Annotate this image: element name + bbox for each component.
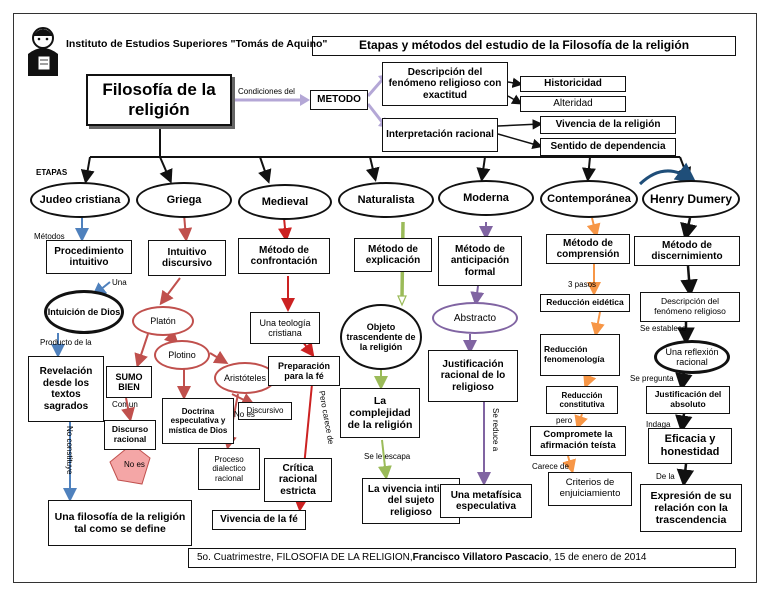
institute-name: Instituto de Estudios Superiores "Tomás … <box>66 38 328 50</box>
complejidad-node: La complejidad de la religión <box>340 388 420 438</box>
metodo-explicacion-node: Método de explicación <box>354 238 432 272</box>
conditions-label: Condiciones del <box>238 87 295 96</box>
preparacion-node: Preparación para la fé <box>268 356 340 386</box>
metodo-discernimiento-node: Método de discernimiento <box>634 236 740 266</box>
historicidad-node: Historicidad <box>520 76 626 92</box>
no-es-label: No es <box>234 410 255 419</box>
stage-contemporanea: Contemporánea <box>540 180 638 218</box>
indaga-label: Indaga <box>646 420 671 429</box>
interpretacion-node: Interpretación racional <box>382 118 498 152</box>
justificacion-absoluto-node: Justificación del absoluto <box>646 386 730 414</box>
method-node: METODO <box>310 90 368 110</box>
se-le-escapa-label: Se le escapa <box>364 452 411 461</box>
stage-medieval: Medieval <box>238 184 332 220</box>
con-un-label: Con un <box>112 400 138 409</box>
intuicion-node: Intuición de Dios <box>44 290 124 334</box>
se-establece-label: Se establece <box>640 324 687 333</box>
footer-course: 5o. Cuatrimestre, FILOSOFIA DE LA RELIGI… <box>197 552 413 564</box>
procedimiento-node: Procedimiento intuitivo <box>46 240 132 274</box>
stage-griega: Griega <box>136 182 232 218</box>
alteridad-node: Alteridad <box>520 96 626 112</box>
justificacion-racional-node: Justificación racional de lo religioso <box>428 350 518 402</box>
revelacion-node: Revelación desde los textos sagrados <box>28 356 104 422</box>
intuitivo-node: Intuitivo discursivo <box>148 240 226 276</box>
reduccion-constitutiva-node: Reducción constitutiva <box>546 386 618 414</box>
platon-node: Platón <box>132 306 194 336</box>
plotino-node: Plotino <box>154 340 210 370</box>
reduccion-eidetica-node: Reducción eidética <box>540 294 630 312</box>
descripcion-node: Descripción del fenómeno religioso con e… <box>382 62 508 106</box>
tres-pasos-label: 3 pasos <box>568 280 597 289</box>
expresion-node: Expresión de su relación con la trascend… <box>640 484 742 532</box>
no-es-arrow-label: No es <box>124 460 145 469</box>
root-node: Filosofía de la religión <box>86 74 232 126</box>
pero-label: pero <box>556 416 573 425</box>
eficacia-node: Eficacia y honestidad <box>648 428 732 464</box>
stage-henry-dumery: Henry Dumery <box>642 180 740 218</box>
reflexion-racional-node: Una reflexión racional <box>654 340 730 374</box>
metodo-comprension-node: Método de comprensión <box>546 234 630 264</box>
una-label: Una <box>112 278 127 287</box>
stage-moderna: Moderna <box>438 180 534 216</box>
stage-judeo-cristiana: Judeo cristiana <box>30 182 130 218</box>
se-reduce-label: Se reduce a <box>491 408 500 452</box>
doctrina-node: Doctrina especulativa y mística de Dios <box>162 398 234 444</box>
proceso-dialectico-node: Proceso dialectico racional <box>198 448 260 490</box>
reduccion-fenomenologia-node: Reducción fenomenología <box>540 334 620 376</box>
metafisica-node: Una metafísica especulativa <box>440 484 532 518</box>
teologia-node: Una teología cristiana <box>250 312 320 344</box>
vivencia-fe-node: Vivencia de la fé <box>212 510 306 530</box>
abstracto-node: Abstracto <box>432 302 518 334</box>
metodo-anticipacion-node: Método de anticipación formal <box>438 236 522 286</box>
vivencia-religion-node: Vivencia de la religión <box>540 116 676 134</box>
compromete-node: Compromete la afirmación teísta <box>530 426 626 456</box>
de-la-label: De la <box>656 472 675 481</box>
critica-racional-node: Crítica racional estricta <box>264 458 332 502</box>
aristoteles-node: Aristóteles <box>214 362 276 394</box>
filosofia-definida-node: Una filosofía de la religión tal como se… <box>48 500 192 546</box>
discurso-racional-node: Discurso racional <box>104 420 156 450</box>
sentido-dependencia-node: Sentido de dependencia <box>540 138 676 156</box>
friar-portrait-icon <box>22 20 64 76</box>
objeto-trascendente-node: Objeto trascendente de la religión <box>340 304 422 370</box>
metodo-confrontacion-node: Método de confrontación <box>238 238 330 274</box>
footer-author: Francisco Villatoro Pascacio <box>412 552 549 564</box>
no-constituye-label: No constituye <box>65 426 74 475</box>
criterios-node: Criterios de enjuiciamiento <box>548 472 632 506</box>
discursivo-node: Discursivo <box>238 402 292 420</box>
stage-naturalista: Naturalista <box>338 182 434 218</box>
producto-label: Producto de la <box>40 338 92 347</box>
sumo-bien-node: SUMO BIEN <box>106 366 152 398</box>
footer: 5o. Cuatrimestre, FILOSOFIA DE LA RELIGI… <box>188 548 736 568</box>
footer-date: , 15 de enero de 2014 <box>548 552 647 564</box>
etapas-label: ETAPAS <box>36 168 68 177</box>
diagram-title: Etapas y métodos del estudio de la Filos… <box>312 36 736 56</box>
se-pregunta-label: Se pregunta <box>630 374 674 383</box>
carece-label: Carece de <box>532 462 569 471</box>
metodos-label: Métodos <box>34 232 65 241</box>
descripcion-fenomeno-node: Descripción del fenómeno religioso <box>640 292 740 322</box>
